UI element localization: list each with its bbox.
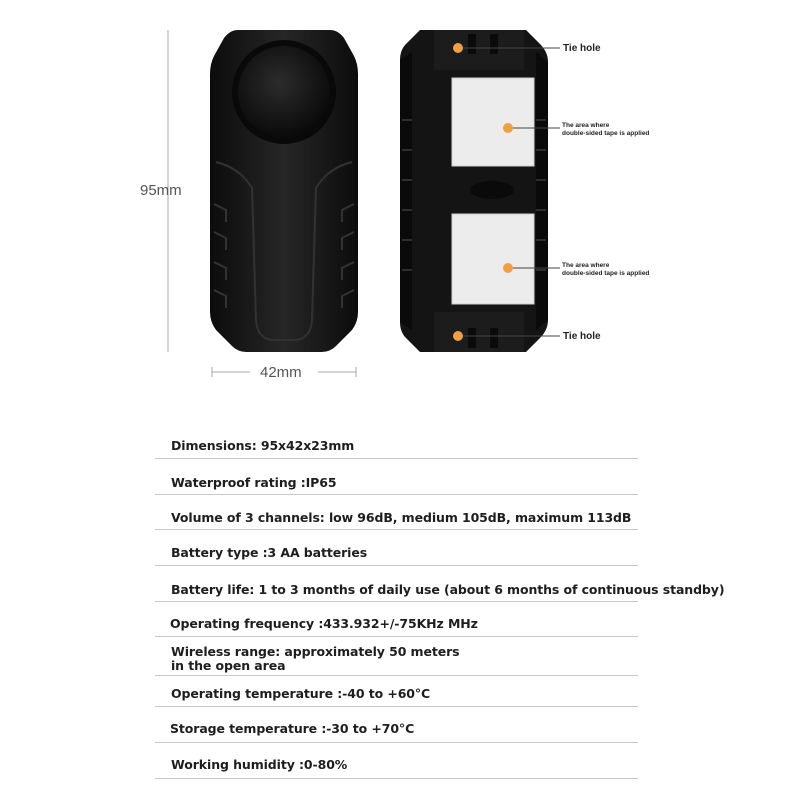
spec-wireless-range: Wireless range: approximately 50 meters … <box>171 644 460 673</box>
tape-area-bottom-line1: The area where <box>562 262 610 269</box>
device-back <box>400 30 560 352</box>
spec-divider <box>155 494 638 495</box>
spec-humidity: Working humidity :0-80% <box>171 757 348 772</box>
spec-battery-life: Battery life: 1 to 3 months of daily use… <box>171 582 725 597</box>
spec-divider <box>155 636 638 637</box>
tape-area-top-callout: The area where double-sided tape is appl… <box>562 122 649 138</box>
tape-area-top-line1: The area where <box>562 122 610 129</box>
spec-divider <box>155 529 638 530</box>
product-illustration <box>167 30 560 377</box>
spec-battery-type: Battery type :3 AA batteries <box>171 545 368 560</box>
tape-area-bottom-callout: The area where double-sided tape is appl… <box>562 262 649 278</box>
spec-divider <box>155 778 638 779</box>
marker-dot-tie-top <box>453 43 463 53</box>
spec-divider <box>155 675 638 676</box>
spec-operating-temperature: Operating temperature :-40 to +60°C <box>171 686 431 701</box>
spec-waterproof: Waterproof rating :IP65 <box>171 475 337 490</box>
tie-hole-top-callout: Tie hole <box>563 43 601 54</box>
spec-volume: Volume of 3 channels: low 96dB, medium 1… <box>171 510 632 525</box>
device-front <box>210 30 358 352</box>
tape-area-top-line2: double-sided tape is applied <box>562 130 650 137</box>
width-dimension-line <box>211 367 357 377</box>
product-figure: 95mm 42mm Tie hole The area where double… <box>140 30 649 381</box>
spec-storage-temperature: Storage temperature :-30 to +70°C <box>170 721 415 736</box>
marker-dot-tape-top <box>503 123 513 133</box>
spec-divider <box>155 742 638 743</box>
marker-dot-tie-bottom <box>453 331 463 341</box>
spec-dimensions: Dimensions: 95x42x23mm <box>171 438 355 453</box>
spec-divider <box>155 458 638 459</box>
tape-patch-top <box>451 77 535 167</box>
height-dimension-label: 95mm <box>140 182 182 199</box>
spec-divider <box>155 706 638 707</box>
spec-divider <box>155 565 638 566</box>
spec-divider <box>155 601 638 602</box>
tie-hole-bottom-callout: Tie hole <box>563 331 601 342</box>
tape-patch-bottom <box>451 213 535 305</box>
width-dimension-label: 42mm <box>260 364 302 381</box>
spec-frequency: Operating frequency :433.932+/-75KHz MHz <box>170 616 478 631</box>
tape-area-bottom-line2: double-sided tape is applied <box>562 270 650 277</box>
marker-dot-tape-bottom <box>503 263 513 273</box>
